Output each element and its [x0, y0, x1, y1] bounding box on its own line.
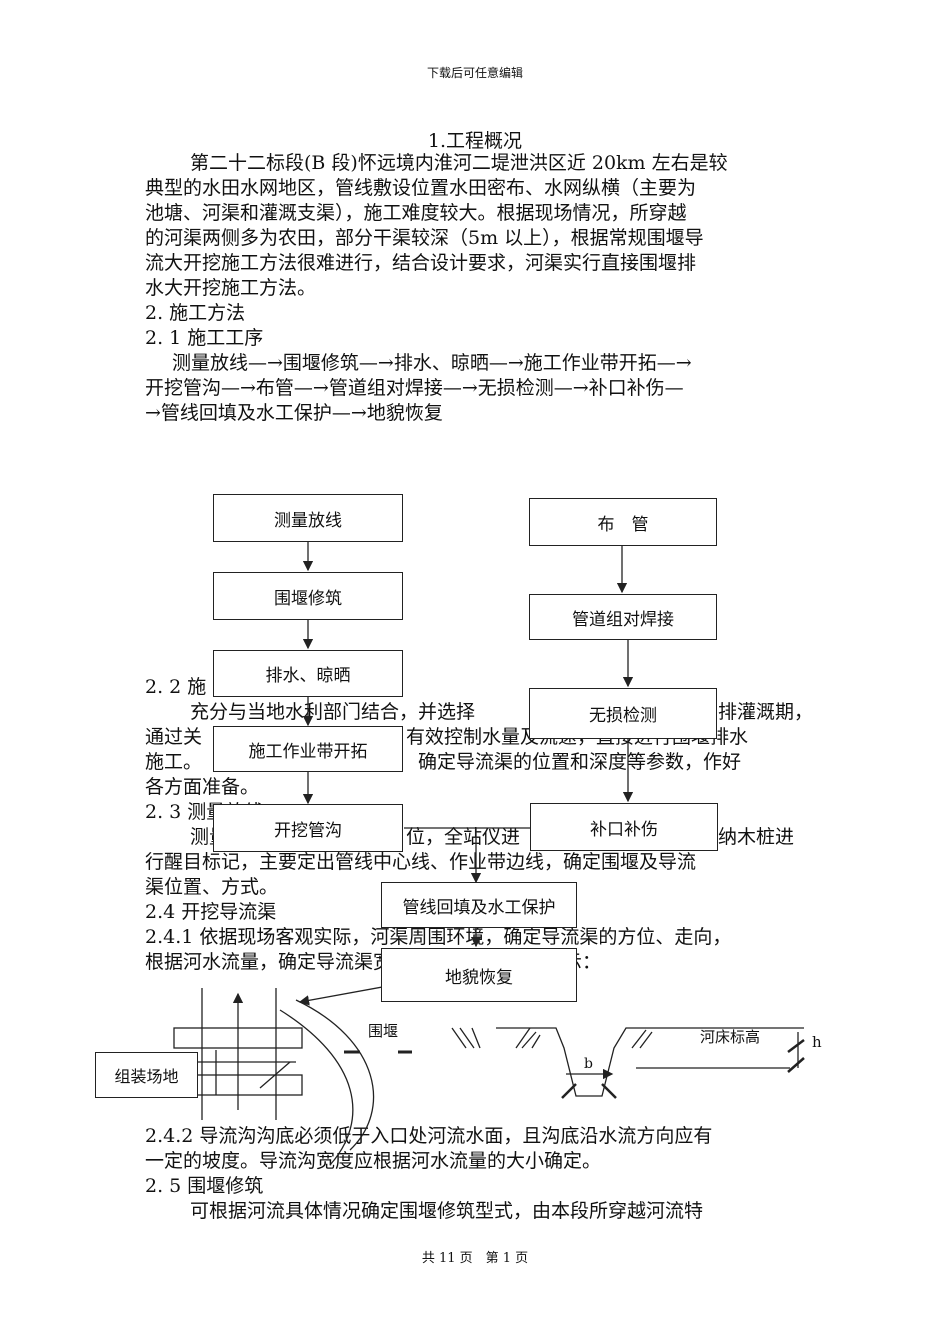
- process-line: →管线回填及水工保护—→地貌恢复: [145, 402, 443, 424]
- para22-line: 排灌溉期，: [718, 701, 814, 723]
- section-heading-2-5: 2. 5 围堰修筑: [145, 1175, 264, 1197]
- para242-line: 2.4.2 导流沟沟底必须低于入口处河流水面，且沟底沿水流方向应有: [145, 1125, 713, 1147]
- flow-step-pipe-laying: 布 管: [529, 498, 717, 546]
- flow-step-drain: 排水、晾晒: [213, 650, 403, 697]
- para23-line: 位，全站仪进: [406, 826, 521, 848]
- para22-line: 通过关: [145, 726, 203, 748]
- section-heading-2-4: 2.4 开挖导流渠: [145, 901, 277, 923]
- flow-step-welding: 管道组对焊接: [529, 594, 717, 640]
- para22-line: 施工。: [145, 751, 203, 773]
- flow-step-cofferdam: 围堰修筑: [213, 572, 403, 620]
- assembly-area-box: 组装场地: [95, 1052, 198, 1098]
- para25-line: 可根据河流具体情况确定围堰修筑型式，由本段所穿越河流特: [190, 1200, 704, 1222]
- width-b-label: b: [584, 1056, 593, 1072]
- para1-line: 池塘、河渠和灌溉支渠），施工难度较大。根据现场情况，所穿越: [145, 202, 687, 224]
- river-level-label: 河床标高: [700, 1028, 761, 1046]
- para23-line: 纳木桩进: [718, 826, 795, 848]
- para1-line: 的河渠两侧多为农田，部分干渠较深（5m 以上），根据常规围堰导: [145, 227, 704, 249]
- section-title-1: 1.工程概况: [427, 130, 523, 152]
- flow-step-backfill: 管线回填及水工保护: [381, 882, 577, 928]
- para23-line: 行醒目标记，主要定出管线中心线、作业带边线，确定围堰及导流: [145, 851, 697, 873]
- height-h-label: h: [812, 1033, 822, 1051]
- section-heading-2-2: 2. 2 施: [145, 676, 207, 698]
- page-header: 下载后可任意编辑: [426, 66, 523, 80]
- para22-line: 各方面准备。: [145, 776, 260, 798]
- para1-line: 水大开挖施工方法。: [145, 277, 317, 299]
- para241-line: 2.4.1 依据现场客观实际，河渠周围环境，确定导流渠的方位、走向，: [145, 926, 732, 948]
- flow-step-restore: 地貌恢复: [381, 948, 577, 1002]
- para1-line: 流大开挖施工方法很难进行，结合设计要求，河渠实行直接围堰排: [145, 252, 697, 274]
- para1-line: 第二十二标段(B 段)怀远境内淮河二堤泄洪区近 20km 左右是较: [190, 152, 728, 174]
- para1-line: 典型的水田水网地区，管线敷设位置水田密布、水网纵横（主要为: [145, 177, 697, 199]
- process-line: 测量放线—→围堰修筑—→排水、晾晒—→施工作业带开拓—→: [172, 352, 692, 374]
- para23-line: 渠位置、方式。: [145, 876, 279, 898]
- section-heading-2-1: 2. 1 施工工序: [145, 327, 264, 349]
- flow-step-ndt: 无损检测: [529, 688, 717, 739]
- flow-step-survey: 测量放线: [213, 494, 403, 542]
- para22-line: 充分与当地水利部门结合，并选择: [190, 701, 476, 723]
- cofferdam-label: 围堰: [368, 1022, 399, 1040]
- page-footer: 共 11 页 第 1 页: [421, 1251, 529, 1266]
- process-line: 开挖管沟—→布管—→管道组对焊接—→无损检测—→补口补伤—: [145, 377, 684, 399]
- section-heading-2: 2. 施工方法: [145, 302, 246, 324]
- para242-line: 一定的坡度。导流沟宽度应根据河水流量的大小确定。: [145, 1150, 602, 1172]
- para22-line: 确定导流渠的位置和深度等参数，作好: [418, 751, 742, 773]
- flow-step-workband: 施工作业带开拓: [213, 726, 403, 772]
- flow-step-trench: 开挖管沟: [213, 804, 403, 852]
- flow-step-coating-repair: 补口补伤: [530, 803, 718, 851]
